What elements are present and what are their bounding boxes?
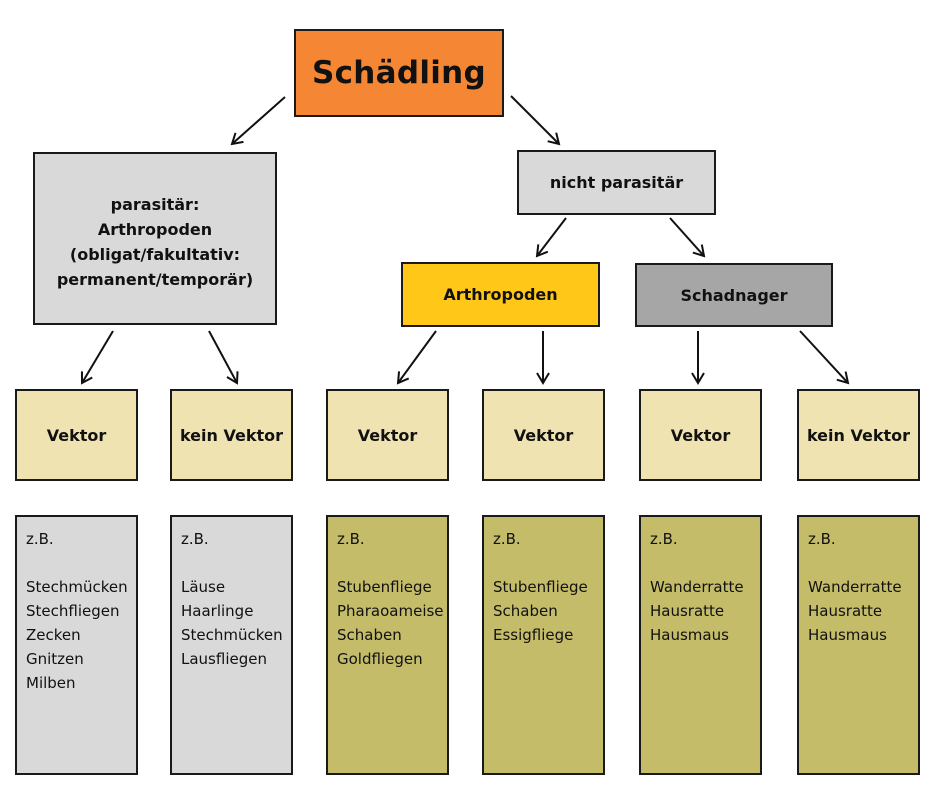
node-nicht-parasitaer: nicht parasitär [517,150,716,215]
example-item: Stechmücken [26,578,128,596]
node-label-line: Arthropoden [97,219,213,239]
example-item: Stechmücken [181,626,283,644]
arrow-nicht-parasitaer-to-arthropoden [535,217,567,258]
example-item: Stechfliegen [26,602,120,620]
example-item: Haarlinge [181,602,254,620]
node-label: Vektor [670,425,731,445]
node-label: nicht parasitär [549,173,684,192]
node-label: kein Vektor [179,425,284,445]
node-kein-vektor: kein Vektor [797,389,920,481]
node-label-line: parasitär: [110,194,200,214]
arrow-root-to-parasitaer [230,96,286,146]
node-label: Arthropoden [443,285,558,304]
example-item: Zecken [26,626,81,644]
node-label: Vektor [46,425,107,445]
example-item: Lausfliegen [181,650,267,668]
arrow-root-to-nicht-parasitaer [510,95,561,146]
example-item: Hausratte [808,602,883,620]
arrow-arthropoden-to-vektor-1 [396,330,437,385]
example-item: Stubenfliege [493,578,588,596]
node-vektor: Vektor [15,389,138,481]
node-label: Vektor [357,425,418,445]
node-schaedling: Schädling [294,29,504,117]
node-label-line: (obligat/fakultativ: [69,244,241,264]
node-label: kein Vektor [806,425,911,445]
example-item: Hausmaus [808,626,887,644]
example-item: Schaben [493,602,558,620]
node-label: Vektor [513,425,574,445]
node-parasitaer: parasitär: Arthropoden (obligat/fakultat… [33,152,277,325]
example-item: Schaben [337,626,402,644]
arrow-parasitaer-to-kein-vektor [208,330,239,385]
examples-box: z.B. Stechmücken Stechfliegen Zecken Gni… [15,515,138,775]
examples-prefix: z.B. [181,530,209,548]
arrow-schadnager-to-kein-vektor [799,330,850,385]
node-label: Schadnager [680,285,788,305]
example-item: Hausratte [650,602,725,620]
examples-prefix: z.B. [337,530,365,548]
node-label: Schädling [311,55,487,91]
node-label-line: permanent/temporär) [56,269,254,289]
example-item: Pharaoameise [337,602,444,620]
example-item: Hausmaus [650,626,729,644]
arrow-nicht-parasitaer-to-schadnager [669,217,706,258]
examples-prefix: z.B. [808,530,836,548]
examples-box: z.B. Läuse Haarlinge Stechmücken Lausfli… [170,515,293,775]
example-item: Wanderratte [808,578,902,596]
node-vektor: Vektor [639,389,762,481]
example-item: Läuse [181,578,226,596]
examples-prefix: z.B. [650,530,678,548]
examples-box: z.B. Wanderratte Hausratte Hausmaus [797,515,920,775]
example-item: Milben [26,674,76,692]
example-item: Wanderratte [650,578,744,596]
examples-box: z.B. Wanderratte Hausratte Hausmaus [639,515,762,775]
examples-prefix: z.B. [26,530,54,548]
node-kein-vektor: kein Vektor [170,389,293,481]
node-arthropoden: Arthropoden [401,262,600,327]
node-vektor: Vektor [326,389,449,481]
example-item: Goldfliegen [337,650,423,668]
examples-prefix: z.B. [493,530,521,548]
node-vektor: Vektor [482,389,605,481]
arrow-parasitaer-to-vektor [80,330,114,385]
example-item: Gnitzen [26,650,84,668]
node-schadnager: Schadnager [635,263,833,327]
examples-box: z.B. Stubenfliege Pharaoameise Schaben G… [326,515,449,775]
examples-box: z.B. Stubenfliege Schaben Essigfliege [482,515,605,775]
example-item: Stubenfliege [337,578,432,596]
example-item: Essigfliege [493,626,574,644]
